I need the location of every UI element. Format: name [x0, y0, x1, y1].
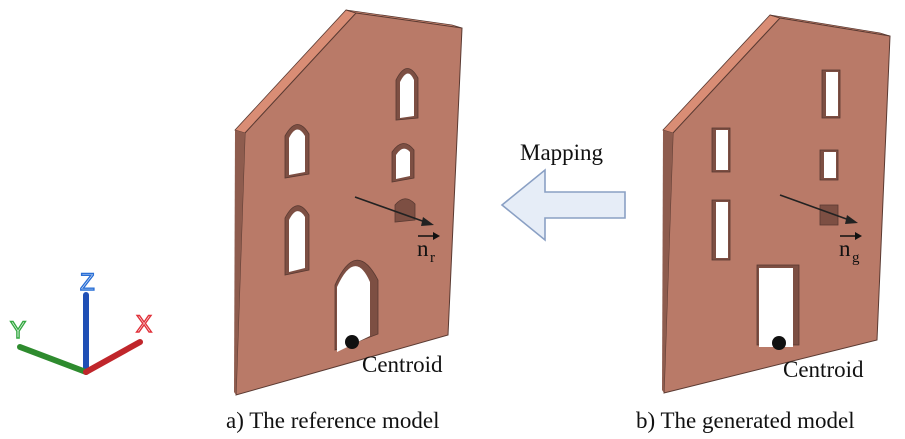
reference-normal-arrow — [354, 196, 429, 224]
reference-wall-side — [234, 130, 245, 395]
generated-window-lower-right — [819, 204, 839, 226]
axis-triad: Z Y X — [9, 268, 153, 375]
generated-normal-label-overarrow-head — [855, 232, 862, 240]
reference-door-inner — [337, 266, 370, 352]
reference-window-upper-right-inner — [400, 73, 414, 118]
generated-window-mid-right-inner — [824, 152, 836, 178]
reference-caption: a) The reference model — [226, 408, 439, 433]
generated-window-lower-left-inner — [716, 202, 728, 258]
reference-normal-label-sub: r — [430, 250, 435, 266]
y-axis-line — [17, 344, 89, 375]
generated-normal-arrowhead — [845, 215, 858, 224]
reference-normal-arrowhead — [421, 217, 434, 226]
reference-window-mid-right-inner — [396, 148, 410, 179]
generated-normal-label-sub: g — [852, 250, 860, 266]
reference-window-lower-left-inner — [289, 211, 305, 272]
mapping-arrow-shape — [500, 168, 626, 242]
reference-centroid-label: Centroid — [362, 352, 443, 377]
generated-centroid-dot — [772, 336, 786, 350]
reference-window-lower-right — [394, 198, 416, 223]
generated-model — [662, 14, 891, 394]
generated-normal-label-n: n — [839, 236, 851, 261]
x-axis-label: X — [136, 311, 152, 338]
generated-normal-label: n g — [839, 232, 862, 266]
reference-normal-label: n r — [417, 232, 440, 266]
generated-centroid-label: Centroid — [783, 357, 864, 382]
generated-normal-arrow — [779, 194, 853, 222]
generated-window-upper-right-inner — [826, 72, 838, 116]
generated-wall-side — [662, 130, 673, 393]
mapping-label: Mapping — [520, 140, 604, 165]
x-axis-line — [83, 339, 143, 375]
y-axis-label: Y — [10, 317, 26, 344]
generated-caption: b) The generated model — [636, 408, 855, 433]
z-axis-label: Z — [80, 269, 95, 296]
reference-window-mid-left-inner — [289, 129, 305, 175]
reference-centroid-dot — [345, 335, 359, 349]
generated-door-inner — [759, 268, 793, 347]
reference-model — [234, 9, 463, 396]
reference-normal-label-n: n — [417, 236, 429, 261]
mapping-arrow — [500, 168, 626, 242]
reference-normal-label-overarrow-head — [433, 232, 440, 240]
generated-window-mid-left-inner — [716, 130, 728, 170]
